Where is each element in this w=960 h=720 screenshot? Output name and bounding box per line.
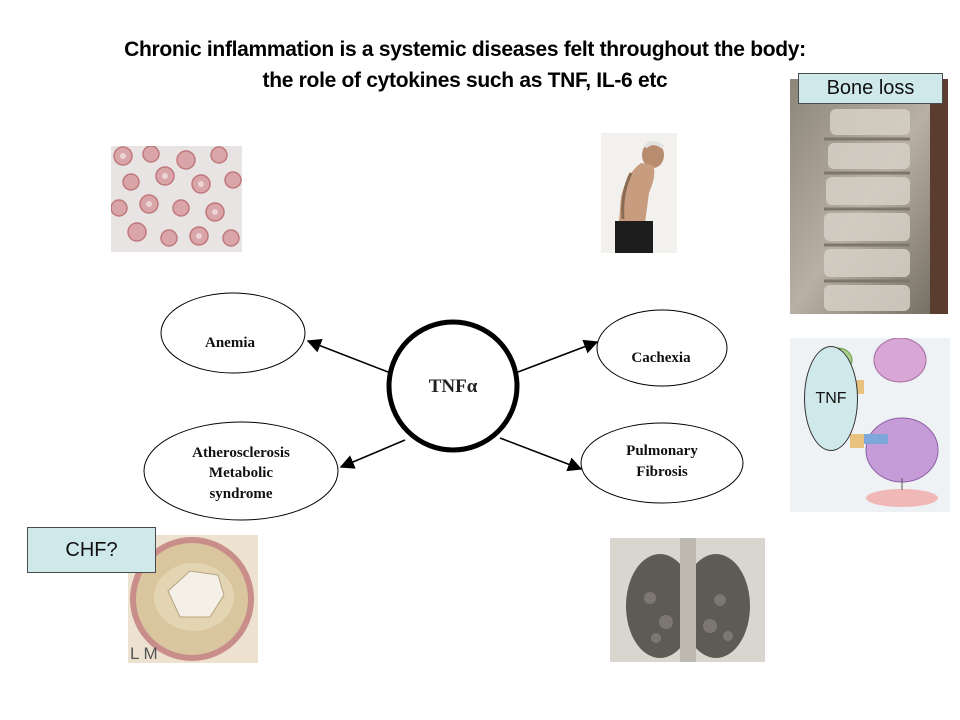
atherosclerosis-label-line-2: Metabolic (209, 465, 273, 481)
pulmonary-fibrosis-node (580, 422, 744, 504)
cachexia-node (596, 309, 728, 387)
title-line-2: the role of cytokines such as TNF, IL-6 … (262, 69, 668, 92)
arrow-to-anemia (306, 338, 389, 373)
chf-callout: CHF? (27, 527, 156, 573)
bone-loss-callout: Bone loss (798, 73, 943, 104)
cachexia-label: Cachexia (631, 350, 691, 366)
atherosclerosis-label-line-1: Atherosclerosis (192, 445, 290, 461)
blood-cells-image (111, 146, 242, 252)
tnf-callout-text: TNF (815, 389, 847, 407)
atherosclerosis-label-line-3: syndrome (209, 486, 272, 502)
cachexia-patient-image (601, 133, 677, 253)
pulmonary-fibrosis-label-line-1: Pulmonary (626, 443, 698, 459)
slide-title: Chronic inflammation is a systemic disea… (0, 34, 930, 96)
chest-xray-image (610, 538, 765, 662)
anemia-node (160, 292, 306, 374)
spine-xray-image (790, 79, 948, 314)
center-node (386, 319, 520, 453)
tnf-callout: TNF (804, 346, 858, 451)
arrow-to-cachexia (517, 339, 599, 373)
arrow-to-atherosclerosis (339, 439, 406, 469)
bone-loss-text: Bone loss (826, 77, 915, 99)
title-line-1: Chronic inflammation is a systemic disea… (124, 38, 806, 61)
center-node-label: TNFα (429, 376, 478, 397)
atherosclerosis-node (143, 421, 339, 521)
chf-callout-text: CHF? (65, 539, 118, 561)
pulmonary-fibrosis-label-line-2: Fibrosis (636, 464, 688, 480)
anemia-label: Anemia (205, 335, 255, 351)
arrow-to-pulmonary-fibrosis (499, 437, 583, 472)
artery-lm-label: L M (130, 644, 158, 663)
